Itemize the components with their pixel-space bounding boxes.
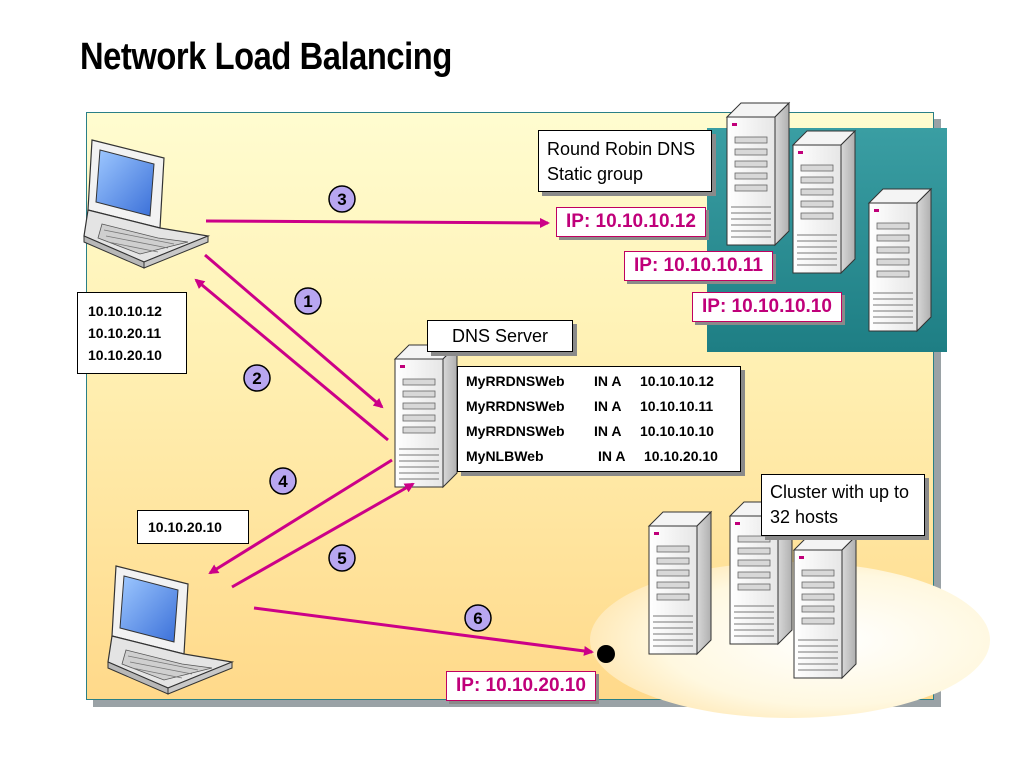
ip-box-cluster: IP: 10.10.20.10 xyxy=(446,671,596,701)
client-1-address: 10.10.10.12 xyxy=(88,303,162,319)
arrow-step-2 xyxy=(194,278,389,442)
record-addr: 10.10.10.12 xyxy=(640,373,714,389)
record-addr: 10.10.10.11 xyxy=(640,398,714,414)
record-type: IN A xyxy=(594,398,622,414)
step-3-marker: 3 xyxy=(328,185,356,213)
ip-box-rr-12: IP: 10.10.10.12 xyxy=(556,207,706,237)
dns-records-table: MyRRDNSWeb IN A 10.10.10.12 MyRRDNSWeb I… xyxy=(457,366,741,472)
cluster-label: Cluster with up to 32 hosts xyxy=(761,474,925,536)
cluster-label-line-2: 32 hosts xyxy=(770,507,839,527)
step-3-label: 3 xyxy=(337,190,346,209)
record-name: MyRRDNSWeb xyxy=(466,423,565,439)
arrow-step-4 xyxy=(208,458,393,575)
step-4-marker: 4 xyxy=(269,467,297,495)
ip-box-rr-10: IP: 10.10.10.10 xyxy=(692,292,842,322)
cluster-server-1-icon xyxy=(648,511,712,655)
step-circles: 3 1 2 4 5 6 xyxy=(243,185,492,632)
cluster-server-3-icon xyxy=(793,535,857,679)
step-5-marker: 5 xyxy=(328,544,356,572)
cluster-virtual-ip-dot xyxy=(597,645,615,663)
record-type: IN A xyxy=(594,373,622,389)
arrow-step-6 xyxy=(253,606,594,656)
page-title: Network Load Balancing xyxy=(80,36,452,78)
dns-server-label: DNS Server xyxy=(427,320,573,352)
round-robin-line-1: Round Robin DNS xyxy=(547,139,696,159)
record-type: IN A xyxy=(594,423,622,439)
client-1-address: 10.10.20.11 xyxy=(88,325,162,341)
server-rr-1-icon xyxy=(726,102,790,246)
server-rr-2-icon xyxy=(792,130,856,274)
client-2-address: 10.10.20.10 xyxy=(137,510,249,544)
step-1-label: 1 xyxy=(303,292,312,311)
record-name: MyRRDNSWeb xyxy=(466,398,565,414)
step-6-marker: 6 xyxy=(464,604,492,632)
record-name: MyNLBWeb xyxy=(466,448,544,464)
client-laptop-2-icon xyxy=(107,565,233,695)
ip-box-rr-11: IP: 10.10.10.11 xyxy=(624,251,773,281)
dns-server-icon xyxy=(394,344,458,488)
client-1-address: 10.10.20.10 xyxy=(88,347,162,363)
step-4-label: 4 xyxy=(278,472,288,491)
record-addr: 10.10.20.10 xyxy=(644,448,718,464)
client-laptop-1-icon xyxy=(83,139,209,269)
arrow-step-5 xyxy=(231,482,415,589)
step-2-marker: 2 xyxy=(243,364,271,392)
step-5-label: 5 xyxy=(337,549,346,568)
arrow-step-3 xyxy=(205,217,550,228)
step-6-label: 6 xyxy=(473,609,482,628)
record-addr: 10.10.10.10 xyxy=(640,423,714,439)
arrow-step-1 xyxy=(204,253,384,409)
record-type: IN A xyxy=(598,448,626,464)
round-robin-line-2: Static group xyxy=(547,164,644,184)
cluster-label-line-1: Cluster with up to xyxy=(770,482,910,502)
step-2-label: 2 xyxy=(252,369,261,388)
client-2-address-text: 10.10.20.10 xyxy=(148,519,222,535)
client-1-address-list: 10.10.10.12 10.10.20.11 10.10.20.10 xyxy=(77,292,187,374)
step-1-marker: 1 xyxy=(294,287,322,315)
record-name: MyRRDNSWeb xyxy=(466,373,565,389)
round-robin-label: Round Robin DNS Static group xyxy=(538,130,712,192)
server-rr-3-icon xyxy=(868,188,932,332)
